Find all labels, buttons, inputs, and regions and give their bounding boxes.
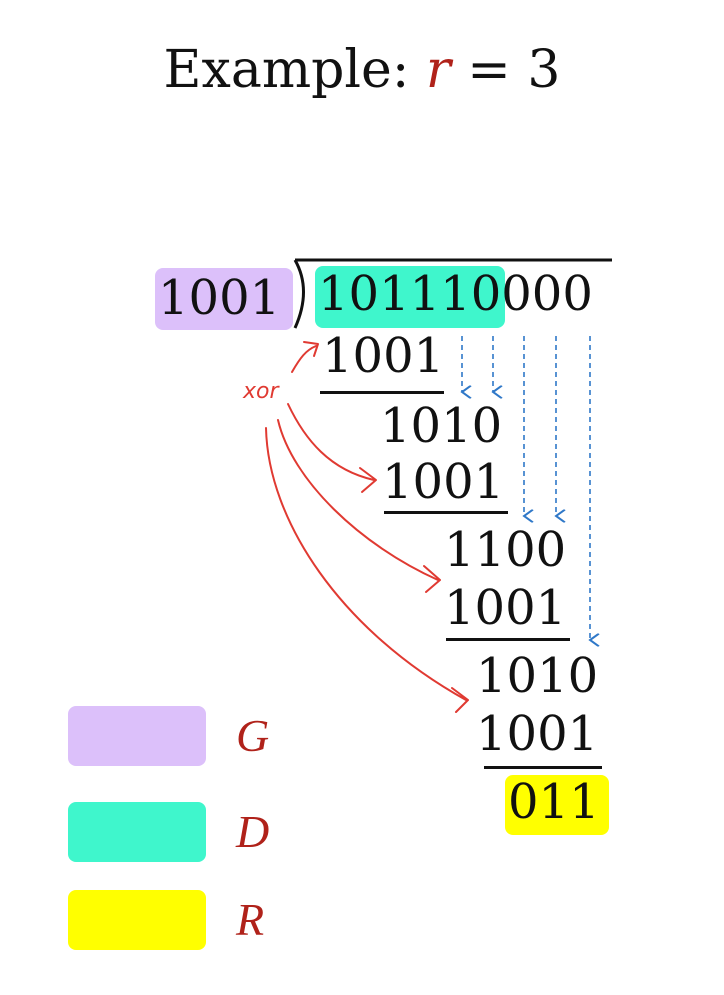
- legend-label-g: G: [236, 710, 270, 761]
- title-prefix: Example:: [163, 40, 426, 100]
- remainder-highlight: [505, 775, 609, 835]
- step-3-rule: [446, 638, 570, 641]
- legend-label-d: D: [236, 806, 270, 857]
- data-highlight: [315, 266, 505, 328]
- step-1-result: 1010: [380, 398, 503, 454]
- step-2-subtrahend: 1001: [382, 454, 505, 510]
- step-2-result: 1100: [444, 522, 567, 578]
- xor-arrow-1: [291, 341, 319, 373]
- page-title: Example: r = 3: [0, 38, 724, 102]
- xor-arrow-2: [287, 403, 377, 493]
- step-4-subtrahend: 1001: [476, 706, 599, 762]
- step-1-rule: [320, 391, 444, 394]
- dividend: 101110000: [318, 266, 593, 322]
- xor-label: xor: [242, 379, 280, 404]
- divisor: 1001: [158, 270, 281, 326]
- xor-arrow-3: [277, 419, 441, 593]
- legend-swatch-d: [68, 802, 206, 862]
- step-3-subtrahend: 1001: [444, 580, 567, 636]
- dividend-padding: 000: [501, 266, 593, 322]
- step-3-result: 1010: [476, 648, 599, 704]
- step-2-rule: [384, 511, 508, 514]
- remainder: 011: [508, 774, 600, 830]
- step-1-subtrahend: 1001: [322, 328, 445, 384]
- divisor-highlight: [155, 268, 293, 330]
- title-relation: = 3: [450, 40, 561, 100]
- legend-swatch-r: [68, 890, 206, 950]
- step-4-rule: [484, 766, 602, 769]
- xor-arrow-4: [265, 427, 469, 713]
- dividend-data: 101110: [318, 266, 502, 322]
- title-variable: r: [425, 40, 451, 100]
- legend-swatch-g: [68, 706, 206, 766]
- division-bracket: [293, 259, 305, 329]
- legend-label-r: R: [236, 894, 265, 945]
